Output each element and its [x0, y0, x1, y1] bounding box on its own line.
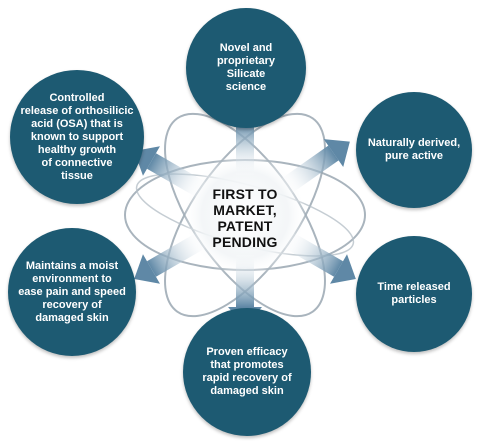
center-title: FIRST TO MARKET, PATENT PENDING: [212, 186, 278, 250]
bubble-label: Proven efficacy that promotes rapid reco…: [202, 346, 292, 397]
bubble-time-released: Time released particles: [356, 236, 472, 352]
bubble-novel-silicate-science: Novel and proprietary Silicate science: [186, 8, 306, 128]
arrow-to-top-right: [280, 139, 350, 194]
bubble-proven-efficacy: Proven efficacy that promotes rapid reco…: [183, 308, 311, 436]
bubble-label: Maintains a moist environment to ease pa…: [18, 259, 126, 324]
arrow-to-bottom-right: [283, 232, 356, 284]
bubble-label: Naturally derived, pure active: [367, 137, 461, 162]
bubble-controlled-release: Controlled release of orthosilicic acid …: [10, 70, 144, 204]
center-glow: [183, 153, 307, 277]
bubble-naturally-derived: Naturally derived, pure active: [356, 92, 472, 208]
bubble-moist-environment: Maintains a moist environment to ease pa…: [8, 228, 136, 356]
bubble-label: Time released particles: [377, 281, 451, 306]
bubble-label: Novel and proprietary Silicate science: [216, 42, 276, 93]
bubble-label: Controlled release of orthosilicic acid …: [20, 91, 134, 182]
arrow-to-bottom-left: [134, 232, 207, 284]
